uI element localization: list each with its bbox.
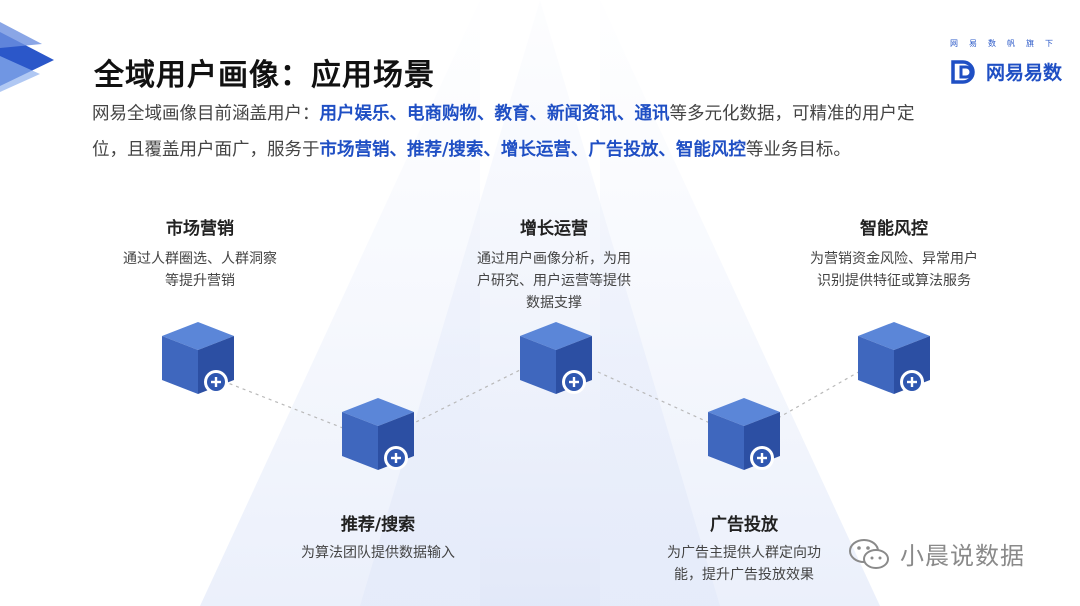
node-title-growth: 增长运营 (520, 219, 588, 239)
node-desc-line: 户研究、用户运营等提供 (477, 273, 631, 289)
page-title: 全域用户画像：应用场景 (94, 58, 435, 93)
db-logo-icon (951, 59, 975, 84)
node-desc-growth: 通过用户画像分析，为用 户研究、用户运营等提供 数据支撑 (444, 248, 664, 314)
intro-line1-highlight: 用户娱乐、电商购物、教育、新闻资讯、通讯 (319, 104, 670, 124)
cube-icon-risk-control (858, 322, 930, 394)
node-desc-risk-control: 为营销资金风险、异常用户 识别提供特征或算法服务 (774, 248, 1014, 292)
cube-icon-recommend-search (342, 398, 414, 470)
node-desc-line: 为算法团队提供数据输入 (301, 545, 455, 561)
cube-icon-marketing (162, 322, 234, 394)
cube-icon-growth (520, 322, 592, 394)
watermark: 小晨说数据 (848, 536, 1025, 571)
node-desc-line: 识别提供特征或算法服务 (817, 273, 971, 289)
connector-lines (209, 369, 863, 431)
intro-line2-suffix: 等业务目标。 (745, 140, 851, 160)
intro-line2-highlight: 市场营销、推荐/搜索、增长运营、广告投放、智能风控 (319, 140, 746, 160)
node-desc-line: 为广告主提供人群定向功 (667, 545, 821, 561)
intro-line1-suffix: 等多元化数据，可精准的用户定 (669, 104, 915, 124)
brand-name: 网易易数 (986, 62, 1063, 84)
node-desc-line: 通过用户画像分析，为用 (477, 251, 631, 267)
node-desc-line: 等提升营销 (165, 273, 235, 289)
wechat-icon (849, 538, 889, 569)
watermark-text: 小晨说数据 (900, 542, 1025, 570)
node-desc-advertising: 为广告主提供人群定向功 能，提升广告投放效果 (634, 542, 854, 586)
corner-arrow-decoration (0, 22, 54, 92)
intro-paragraph: 网易全域画像目前涵盖用户：用户娱乐、电商购物、教育、新闻资讯、通讯等多元化数据，… (92, 96, 992, 168)
node-title-recommend-search: 推荐/搜索 (340, 515, 416, 535)
node-title-advertising: 广告投放 (710, 515, 778, 535)
node-desc-marketing: 通过人群圈选、人群洞察 等提升营销 (90, 248, 310, 292)
node-desc-line: 为营销资金风险、异常用户 (810, 251, 978, 267)
brand-tagline: 网易数帆旗下 (950, 39, 1064, 48)
node-title-risk-control: 智能风控 (860, 219, 928, 239)
node-desc-line: 能，提升广告投放效果 (674, 567, 814, 583)
node-desc-recommend-search: 为算法团队提供数据输入 (258, 542, 498, 564)
node-desc-line: 数据支撑 (526, 295, 582, 311)
intro-line1-prefix: 网易全域画像目前涵盖用户： (92, 104, 320, 124)
cube-icon-advertising (708, 398, 780, 470)
node-desc-line: 通过人群圈选、人群洞察 (123, 251, 277, 267)
intro-line2-prefix: 位，且覆盖用户面广，服务于 (92, 140, 320, 160)
brand-logo: 网易易数 (950, 58, 1062, 85)
node-title-marketing: 市场营销 (166, 219, 234, 239)
